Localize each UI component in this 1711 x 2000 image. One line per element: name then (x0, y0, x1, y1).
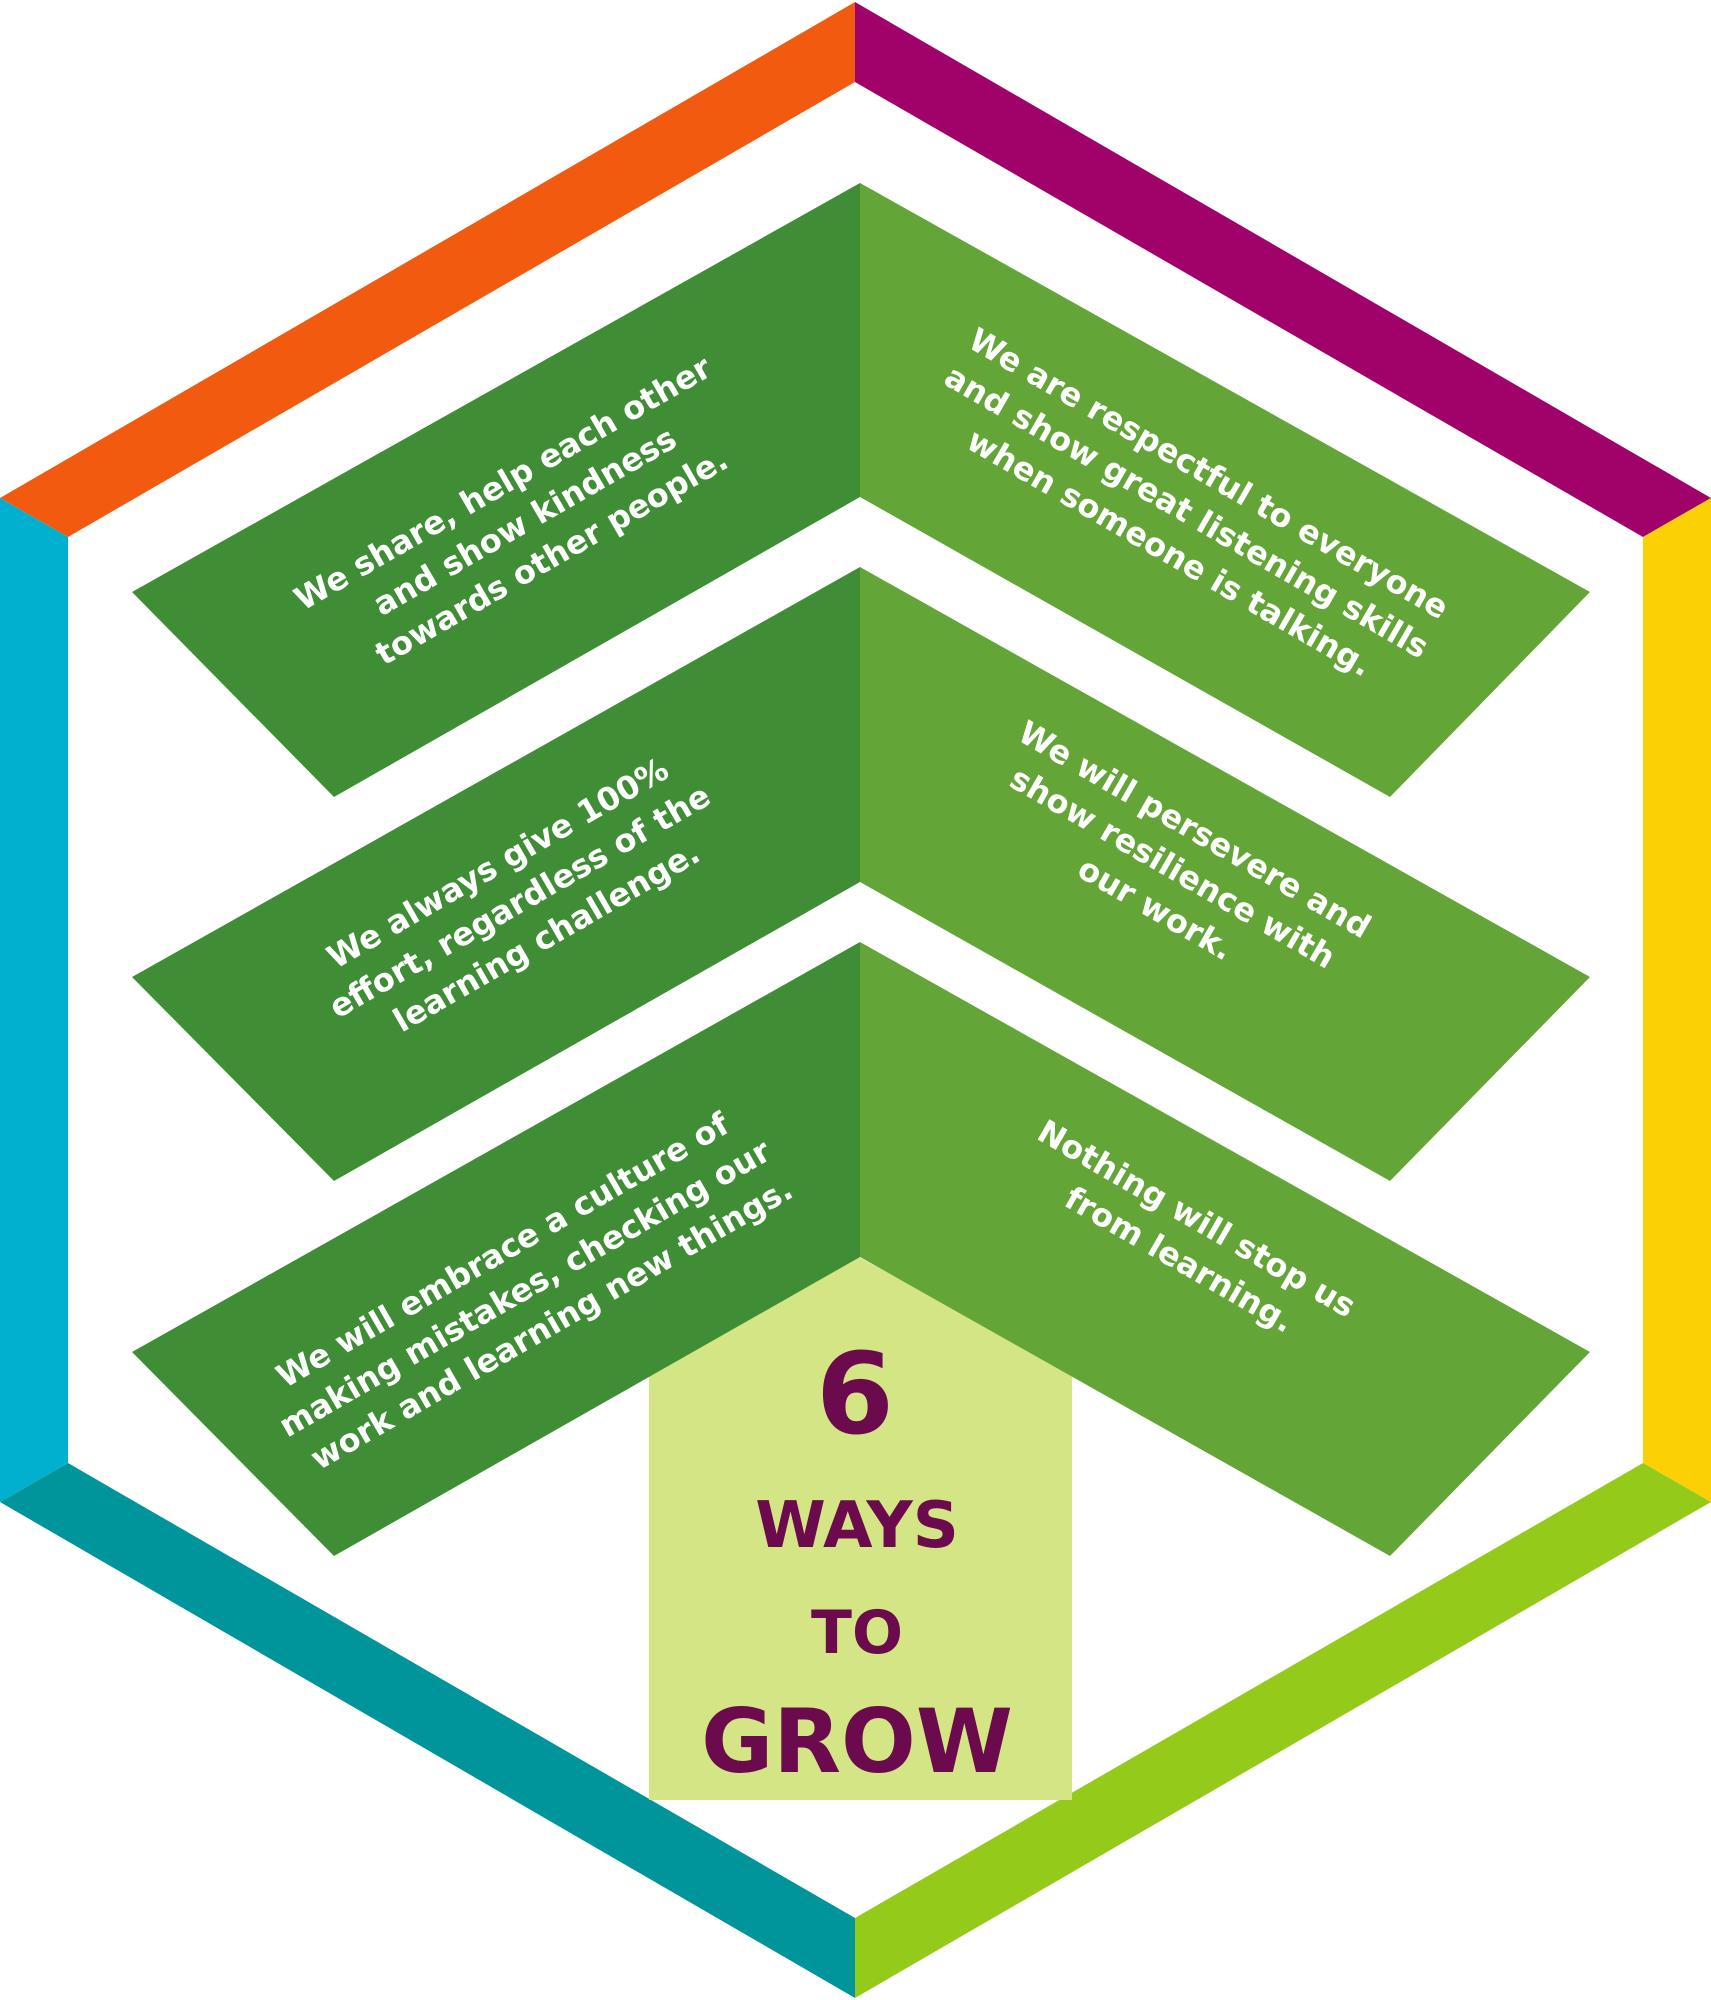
title-block: 6 WAYS TO GROW (701, 1330, 1013, 1793)
hexagon-edge-bottom-left (0, 1463, 855, 1998)
chevron-panel-2-right (860, 567, 1590, 1181)
title-line-grow: GROW (701, 1690, 1013, 1793)
chevron-panel-2-left (132, 567, 860, 1181)
hexagon-edge-right (1643, 498, 1711, 1502)
hexagon-edge-left (0, 498, 68, 1502)
title-line-ways: WAYS (755, 1489, 959, 1563)
hexagon-edge-top-right (855, 2, 1711, 537)
title-number: 6 (816, 1330, 894, 1460)
title-line-to: TO (811, 1598, 903, 1668)
hexagon-edge-bottom-right (855, 1463, 1711, 1998)
hexagon-edge-top-left (0, 2, 855, 537)
chevron-panel-1-left (132, 183, 860, 797)
chevron-panel-1-right (860, 183, 1590, 797)
title-background-panel (649, 1255, 1072, 1800)
chevron-stack (132, 183, 1590, 1556)
chevron-panel-3-left (132, 942, 860, 1556)
chevron-panel-3-right (860, 942, 1590, 1556)
